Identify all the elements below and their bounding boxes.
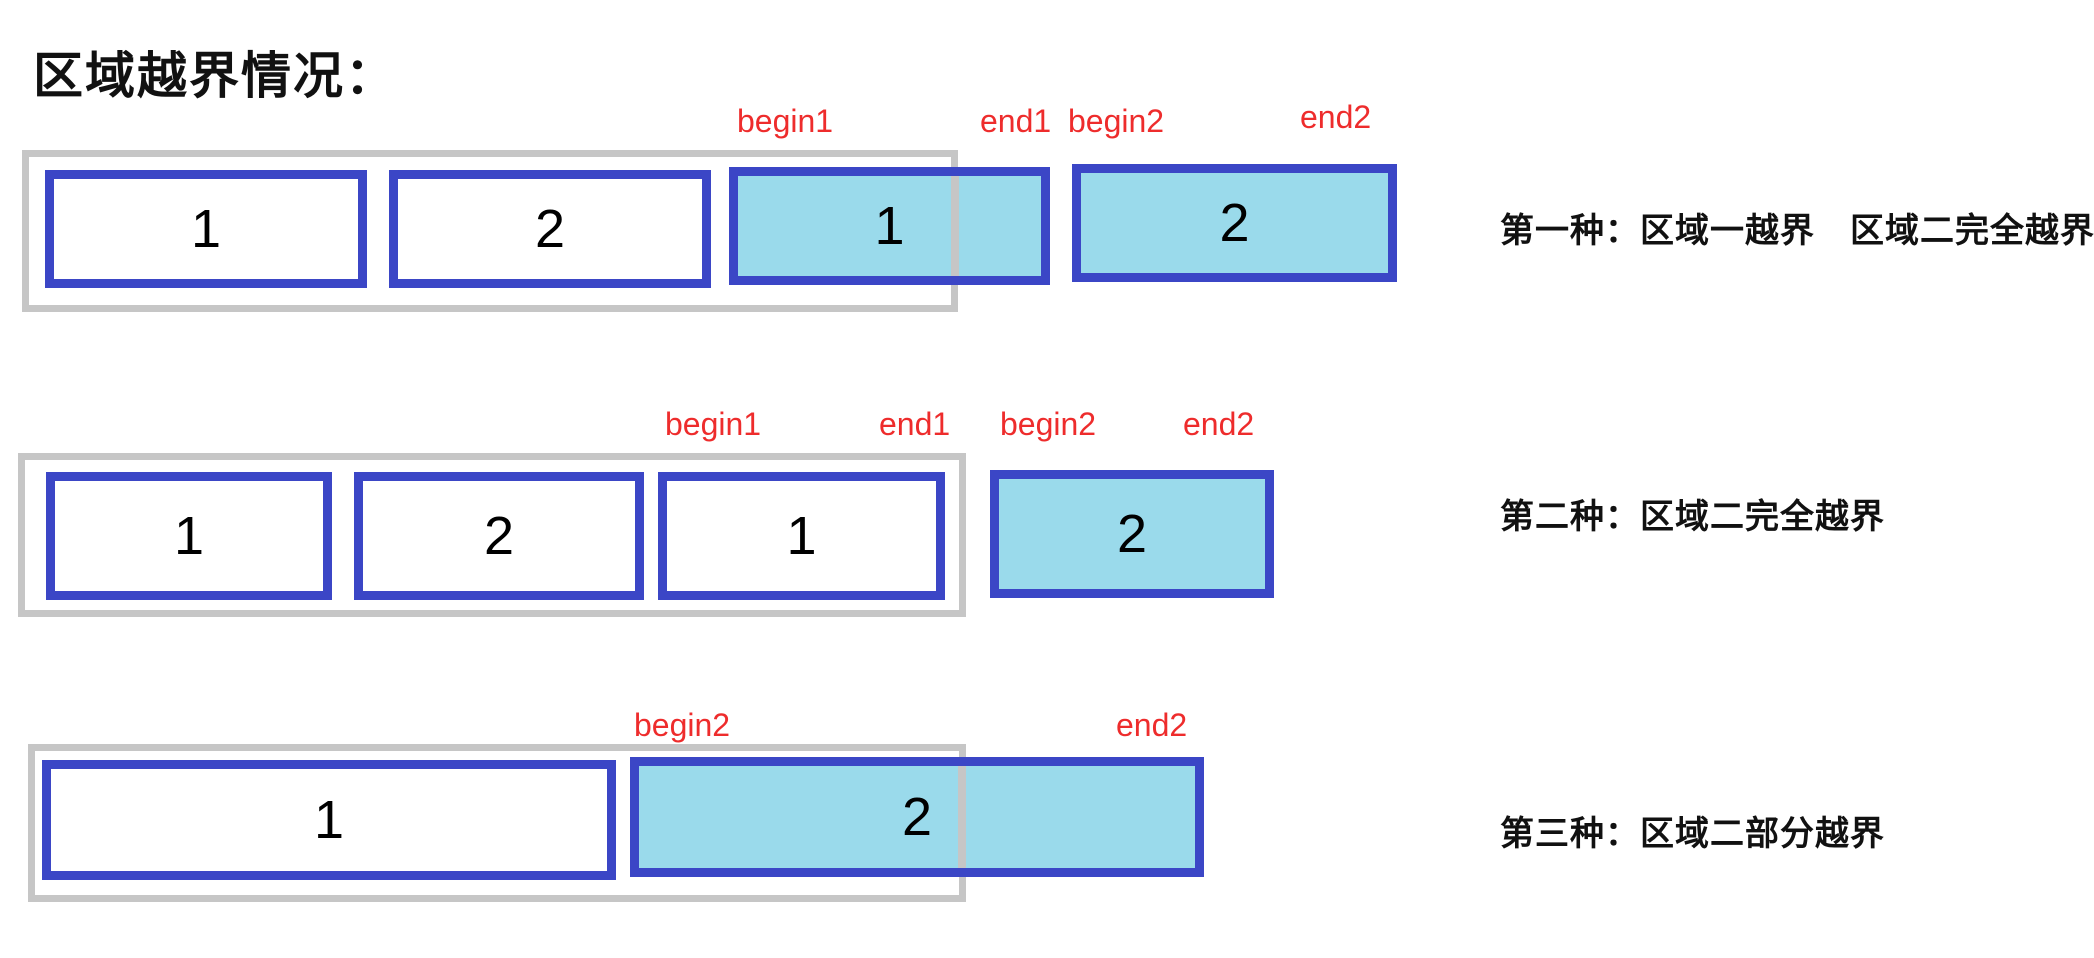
boundary-label: end1 (879, 406, 951, 442)
boundary-label: end1 (980, 103, 1052, 139)
boundary-label: end2 (1300, 99, 1372, 135)
boundary-label: end2 (1183, 406, 1255, 442)
region1-block: 2 (389, 170, 711, 288)
boundary-label: begin2 (634, 707, 731, 743)
boundary-label: begin2 (1000, 406, 1097, 442)
region2-block: 2 (630, 757, 1204, 877)
region1-block: 2 (354, 472, 644, 600)
boundary-label: begin1 (665, 406, 762, 442)
region2-block: 1 (729, 167, 1050, 285)
boundary-label: begin2 (1068, 103, 1165, 139)
region1-outline (18, 453, 966, 617)
region1-block: 1 (42, 760, 616, 880)
boundary-label: begin1 (737, 103, 834, 139)
page-title: 区域越界情况： (33, 48, 397, 104)
case-caption: 第三种：区域二部分越界 (1500, 815, 1885, 853)
region2-block: 2 (1072, 164, 1397, 282)
region2-block: 2 (990, 470, 1274, 598)
outline-overlap-line (958, 766, 966, 868)
case-caption: 第二种：区域二完全越界 (1500, 498, 1885, 536)
region1-block: 1 (46, 472, 332, 600)
boundary-label: end2 (1116, 707, 1188, 743)
case-caption: 第一种：区域一越界 区域二完全越界 (1500, 212, 2094, 250)
region1-block: 1 (45, 170, 367, 288)
region1-block: 1 (658, 472, 945, 600)
outline-overlap-line (951, 176, 959, 276)
